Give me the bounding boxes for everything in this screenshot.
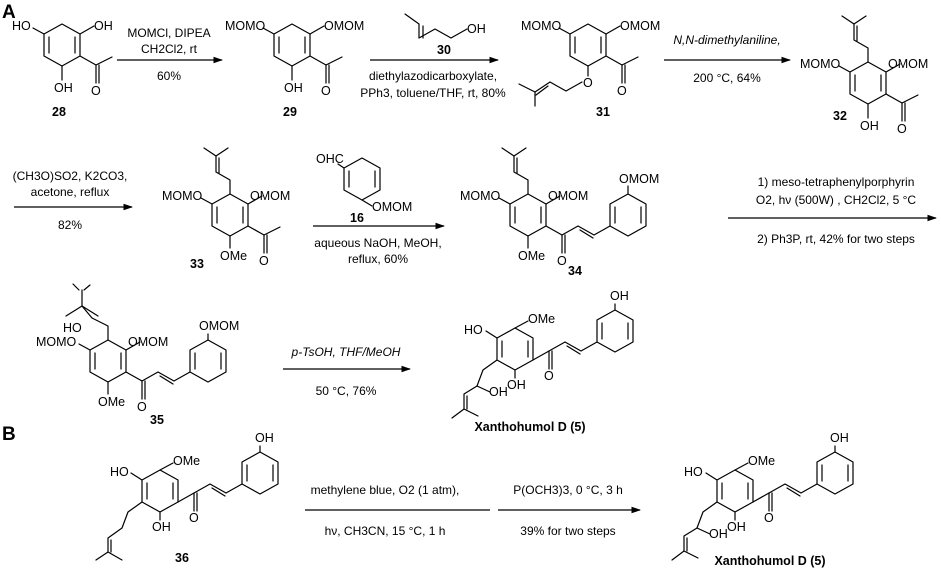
compound-label-29: 29 [283, 105, 297, 119]
group-oh: OH [507, 378, 526, 392]
structure-xanthohumol-d-a: HO OMe OH OH O OH [451, 289, 634, 419]
group-omom: OMOM [888, 57, 928, 71]
group-oh: OH [467, 22, 486, 36]
panel-label-b: B [2, 424, 16, 445]
group-ho: HO [63, 321, 82, 335]
condition-s5-conditions: reflux, 60% [348, 252, 408, 266]
group-ome: OMe [528, 312, 555, 326]
group-omom: OMOM [250, 189, 290, 203]
condition-s1-reagents: MOMCl, DIPEA [127, 26, 210, 40]
condition-s6-step2: 2) Ph3P, rt, 42% for two steps [757, 232, 915, 246]
group-oh: OH [727, 520, 746, 534]
condition-b2-yield: 39% for two steps [520, 524, 615, 538]
group-ho: HO [464, 323, 483, 337]
group-momo: MOMO [162, 189, 203, 203]
compound-label-31: 31 [596, 105, 610, 119]
structure-33: OMOM MOMO OMe O [162, 147, 290, 268]
group-ohc: OHC [316, 152, 344, 166]
condition-s2-conditions: PPh3, toluene/THF, rt, 80% [360, 86, 506, 100]
group-omom: OMOM [324, 19, 364, 33]
group-ho: HO [684, 465, 703, 479]
compound-label-28: 28 [52, 105, 66, 119]
condition-b2-reagents: P(OCH3)3, 0 °C, 3 h [513, 483, 623, 497]
group-o: O [137, 400, 147, 414]
condition-s4-solvent: acetone, reflux [31, 185, 110, 199]
group-momo: MOMO [225, 19, 266, 33]
group-momo: MOMO [521, 19, 562, 33]
group-momo: MOMO [36, 335, 77, 349]
compound-label-xanthohumol-d-b: Xanthohumol D (5) [714, 554, 825, 568]
group-omom: OMOM [372, 200, 412, 214]
group-momo: MOMO [460, 189, 501, 203]
compound-label-16: 16 [350, 211, 364, 225]
group-o: O [259, 254, 269, 268]
compound-label-34: 34 [568, 264, 582, 278]
group-o: O [544, 369, 554, 383]
structure-34: OMOM MOMO OMe O OMOM [460, 147, 659, 268]
group-momo: MOMO [800, 57, 841, 71]
group-ho: HO [12, 19, 31, 33]
group-o: O [617, 84, 627, 98]
group-oh: OH [94, 19, 113, 33]
group-o: O [91, 84, 101, 98]
compound-label-30: 30 [437, 43, 451, 57]
structure-31: OMOM MOMO O O [518, 19, 660, 107]
group-omom: OMOM [128, 335, 168, 349]
group-oh: OH [830, 431, 849, 445]
group-oh: OH [489, 385, 508, 399]
group-omom: OMOM [199, 319, 239, 333]
condition-s3-reagent: N,N-dimethylaniline, [673, 33, 780, 47]
group-ho: HO [110, 465, 129, 479]
compound-label-35: 35 [150, 413, 164, 427]
group-ome: OMe [518, 249, 545, 263]
structure-xanthohumol-d-b: HO OMe OH OH O OH [671, 431, 854, 561]
condition-s6-step1-conditions: O2, hν (500W) , CH2Cl2, 5 °C [756, 193, 917, 207]
group-o: O [583, 76, 593, 90]
group-ome: OMe [220, 249, 247, 263]
condition-b1-reagents: methylene blue, O2 (1 atm), [311, 483, 460, 497]
group-o: O [189, 511, 199, 525]
structure-30: OH [404, 13, 486, 39]
condition-s5-reagents: aqueous NaOH, MeOH, [314, 236, 441, 250]
structure-29: OMOM MOMO OH O [225, 19, 364, 98]
condition-s1-yield: 60% [157, 69, 181, 83]
condition-b1-conditions: hν, CH3CN, 15 °C, 1 h [325, 524, 446, 538]
compound-label-xanthohumol-d-a: Xanthohumol D (5) [474, 420, 585, 434]
group-oh: OH [284, 81, 303, 95]
group-oh: OH [610, 289, 629, 303]
structure-32: OMOM MOMO OH O [800, 15, 928, 136]
structure-16: OHC OMOM [316, 152, 412, 214]
condition-s3-conditions: 200 °C, 64% [693, 71, 761, 85]
structure-35: HO OMOM MOMO OMe O OMOM [36, 283, 239, 414]
condition-s7-conditions: 50 °C, 76% [316, 384, 377, 398]
group-o: O [764, 511, 774, 525]
group-ome: OMe [173, 454, 200, 468]
structure-36: HO OMe OH O OH [95, 431, 279, 561]
group-omom: OMOM [619, 172, 659, 186]
group-oh: OH [255, 431, 274, 445]
group-omom: OMOM [548, 189, 588, 203]
condition-s6-step1-reagent: 1) meso-tetraphenylporphyrin [758, 175, 915, 189]
condition-s7-reagent: p-TsOH, THF/MeOH [291, 345, 401, 359]
group-o: O [321, 84, 331, 98]
compound-label-36: 36 [175, 551, 189, 565]
group-o: O [897, 122, 907, 136]
compound-label-33: 33 [190, 257, 204, 271]
structure-28: OH HO OH O [12, 19, 113, 98]
panel-label-a: A [2, 2, 16, 23]
group-oh: OH [152, 520, 171, 534]
group-ome: OMe [748, 454, 775, 468]
condition-s2-reagent: diethylazodicarboxylate, [369, 69, 497, 83]
group-oh: OH [709, 527, 728, 541]
group-ome: OMe [98, 395, 125, 409]
condition-s4-reagents: (CH3O)SO2, K2CO3, [13, 169, 128, 183]
group-oh: OH [860, 119, 879, 133]
group-oh: OH [54, 81, 73, 95]
group-o: O [557, 254, 567, 268]
compound-label-32: 32 [833, 109, 847, 123]
condition-s1-solvent: CH2Cl2, rt [141, 42, 198, 56]
condition-s4-yield: 82% [58, 218, 82, 232]
group-omom: OMOM [620, 19, 660, 33]
